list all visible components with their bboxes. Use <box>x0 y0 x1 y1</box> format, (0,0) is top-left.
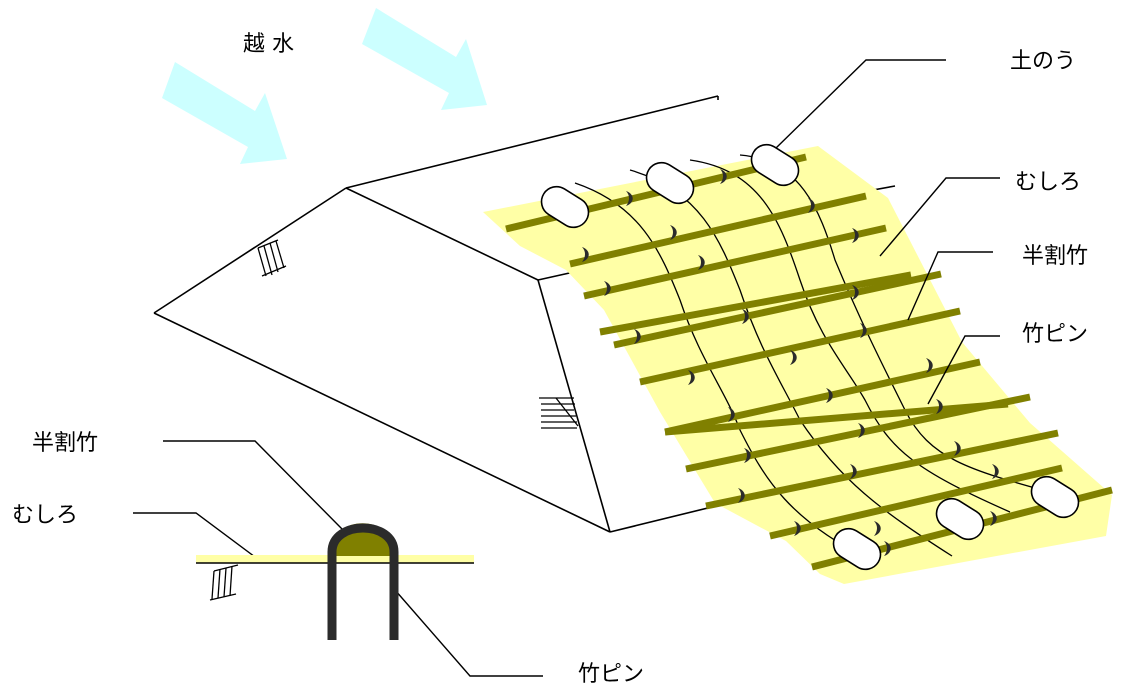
bamboo-pin <box>884 541 891 556</box>
ground-hatch-detail <box>209 564 239 601</box>
sandbag <box>1030 475 1080 519</box>
overflow-label: 越 水 <box>243 32 294 57</box>
bamboo-bar <box>769 464 1063 540</box>
bamboo-pin <box>604 281 611 296</box>
overflow-arrow-left <box>162 62 287 164</box>
ground-hatch-upper <box>257 239 287 277</box>
bamboo-pin <box>670 225 677 240</box>
bamboo-pin <box>858 423 865 438</box>
bamboo-bar <box>705 429 1059 510</box>
bamboo-pin <box>826 388 833 403</box>
levee-land-slope-bottom <box>153 312 611 533</box>
overflow-arrow-right <box>362 8 487 110</box>
bamboo-pin <box>850 464 857 479</box>
detail-cross-section <box>196 523 474 640</box>
bamboo-bar <box>613 270 942 349</box>
detail-bamboo-pin-label: 竹ピン <box>578 662 645 687</box>
bamboo-pin <box>936 399 943 414</box>
bamboo-pin <box>860 323 867 338</box>
half-bamboo-label: 半割竹 <box>1022 244 1089 269</box>
leader-bamboo-pin <box>927 335 1000 405</box>
bamboo-pin <box>790 350 797 365</box>
bamboo-pin <box>742 309 749 324</box>
levee-end-face-left <box>537 279 611 533</box>
bamboo-pin <box>990 511 997 526</box>
leader-sandbag <box>775 59 946 149</box>
leader-detail-mat <box>133 512 256 558</box>
sandbag <box>832 527 882 571</box>
levee-land-slope-top <box>153 187 347 314</box>
bamboo-bar <box>685 393 1031 473</box>
bamboo-pin <box>852 285 859 300</box>
sandbags <box>540 143 1080 571</box>
sandbag <box>540 185 590 229</box>
bamboo-pin <box>954 441 961 456</box>
bamboo-pin <box>852 228 859 243</box>
bamboo-bar <box>664 400 1009 436</box>
bamboo-pin <box>874 521 881 536</box>
leader-mat <box>879 177 1000 257</box>
detail-half-bamboo-label: 半割竹 <box>32 431 99 456</box>
bamboo-bar <box>583 224 887 300</box>
bamboo-bar <box>569 192 867 268</box>
bamboo-pin <box>720 169 727 184</box>
detail-bamboo-pin <box>327 523 399 640</box>
bamboo-pin <box>626 191 633 206</box>
bamboo-pin-label: 竹ピン <box>1022 322 1089 347</box>
bamboo-bar <box>664 358 981 436</box>
overflow-arrows <box>162 8 487 164</box>
bamboo-pins <box>582 169 999 556</box>
bamboo-pin <box>794 521 801 536</box>
leader-lines <box>133 59 1000 677</box>
levee-crown-front-edge <box>345 187 539 281</box>
sandbag <box>750 143 800 187</box>
bamboo-pin <box>992 464 999 479</box>
leader-detail-half-bamboo <box>163 440 344 531</box>
ground-hatch-end-face <box>539 397 579 429</box>
mat-label: むしろ <box>1015 170 1082 195</box>
bamboo-pin <box>634 329 641 344</box>
bamboo-pin <box>744 448 751 463</box>
levee-toe-line <box>609 504 721 533</box>
bamboo-bar <box>639 307 961 386</box>
sandbag <box>935 497 985 541</box>
leader-detail-pin <box>394 589 543 677</box>
bamboo-pin <box>926 358 933 373</box>
bamboo-bar <box>599 271 912 336</box>
bamboo-pin <box>688 370 695 385</box>
bamboo-pin <box>582 247 589 262</box>
bamboo-pin <box>808 198 815 213</box>
mat-sheet <box>483 146 1112 584</box>
bamboo-pin <box>738 488 745 503</box>
detail-mat-label: むしろ <box>12 503 79 528</box>
leader-half-bamboo <box>907 251 993 321</box>
sandbag <box>645 161 695 205</box>
levee-crown-back <box>345 95 719 189</box>
bamboo-pin <box>698 255 705 270</box>
bamboo-pin <box>728 407 735 422</box>
sandbag-label: 土のう <box>1010 49 1077 74</box>
